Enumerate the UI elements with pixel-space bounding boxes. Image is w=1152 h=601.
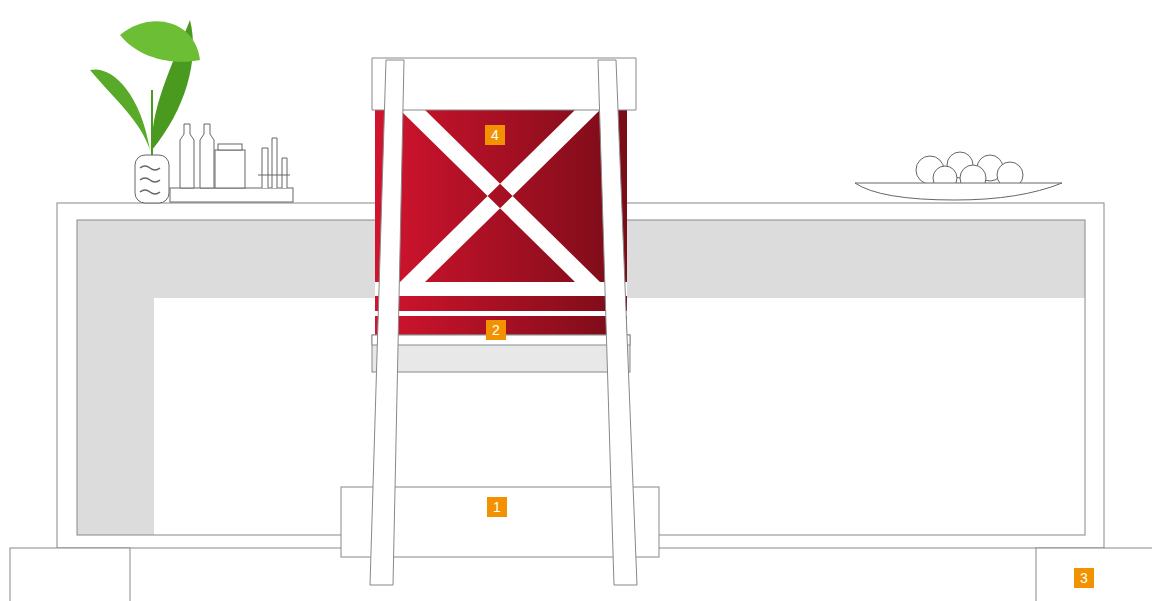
plant-and-bottles: [90, 20, 293, 203]
callout-number: 4: [485, 125, 505, 145]
callout-number: 2: [486, 320, 506, 340]
fruit-bowl: [855, 152, 1062, 200]
chair: [370, 58, 637, 585]
callout-number: 1: [487, 497, 507, 517]
callout-number: 3: [1074, 568, 1094, 588]
